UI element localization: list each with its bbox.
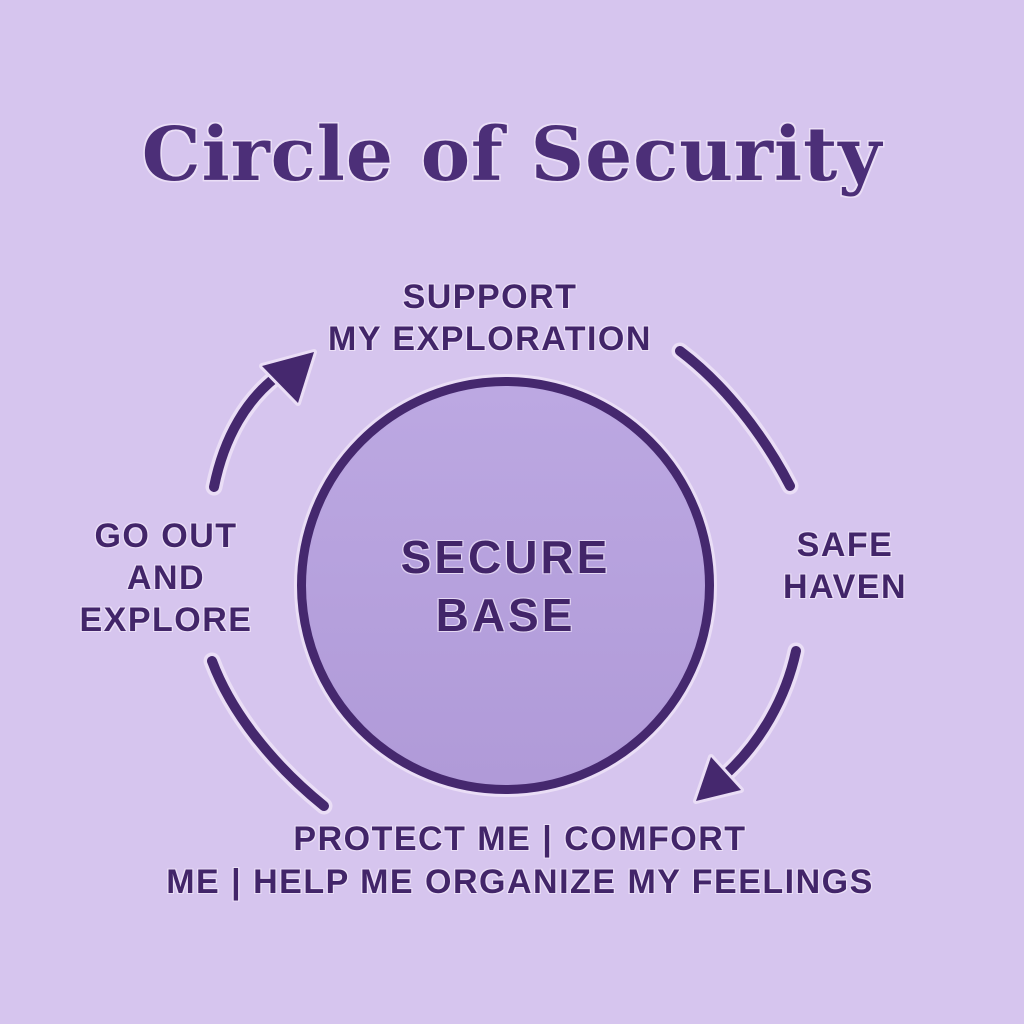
label-bottom-line1: PROTECT ME | COMFORT — [293, 820, 747, 858]
page-title: Circle of Security — [141, 112, 883, 198]
secure-base-label-line2: BASE — [435, 588, 576, 641]
curved-arc-top-right-icon — [671, 342, 799, 495]
label-safe-haven: SAFE HAVEN — [783, 524, 907, 608]
label-left-line3: EXPLORE — [79, 601, 253, 639]
label-left-line2: AND — [126, 559, 206, 597]
label-right-line2: HAVEN — [783, 568, 907, 606]
curved-arrow-up-right-icon — [205, 349, 317, 496]
label-left-line1: GO OUT — [94, 517, 238, 555]
secure-base-label-line1: SECURE — [400, 530, 611, 583]
curved-arrow-down-left-icon — [693, 642, 805, 804]
label-protect-comfort-organize: PROTECT ME | COMFORT ME | HELP ME ORGANI… — [166, 818, 874, 904]
label-right-line1: SAFE — [796, 526, 894, 564]
label-bottom-line2: ME | HELP ME ORGANIZE MY FEELINGS — [166, 863, 874, 901]
curved-arc-bottom-left-icon — [203, 652, 333, 815]
label-top-line1: SUPPORT — [402, 278, 578, 316]
label-top-line2: MY EXPLORATION — [328, 320, 652, 358]
label-go-out-and-explore: GO OUT AND EXPLORE — [80, 515, 253, 641]
label-support-my-exploration: SUPPORT MY EXPLORATION — [328, 276, 652, 360]
secure-base-circle: SECURE BASE — [297, 377, 714, 794]
